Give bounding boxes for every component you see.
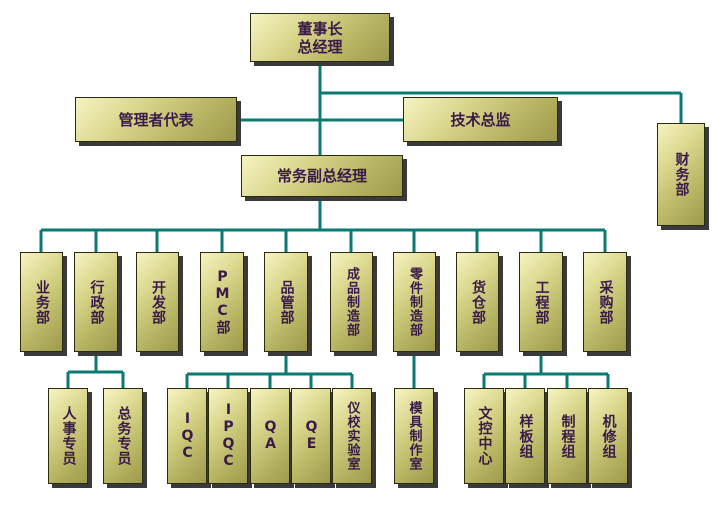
node-engineering-department: 工程部 (519, 252, 563, 352)
node-technical-director: 技术总监 (403, 97, 558, 142)
node-iqc: IQC (167, 388, 207, 484)
node-qa: QA (250, 388, 290, 484)
node-management-representative: 管理者代表 (75, 97, 237, 142)
node-finished-mfg-department: 成品制造部 (330, 252, 373, 352)
node-process-team: 制程组 (547, 388, 587, 484)
node-business-department: 业务部 (20, 252, 63, 352)
node-admin-department: 行政部 (74, 252, 118, 352)
node-parts-mfg-department: 零件制造部 (393, 252, 436, 352)
node-mold-shop: 模具制作室 (394, 388, 434, 484)
node-development-department: 开发部 (136, 252, 179, 352)
node-general-affairs-specialist: 总务专员 (103, 388, 143, 484)
node-finance-department: 财务部 (657, 123, 705, 226)
node-executive-vice-gm: 常务副总经理 (241, 155, 403, 197)
node-document-control-center: 文控中心 (464, 388, 504, 484)
node-chairman: 董事长 总经理 (250, 13, 390, 62)
node-calibration-lab: 仪校实验室 (332, 388, 372, 484)
node-maintenance-team: 机修组 (588, 388, 628, 484)
node-purchasing-department: 采购部 (583, 252, 627, 352)
node-qe: QE (291, 388, 331, 484)
node-quality-department: 品管部 (264, 252, 308, 352)
node-warehouse-department: 货仓部 (456, 252, 499, 352)
node-hr-specialist: 人事专员 (48, 388, 88, 484)
node-ipqc: IPQC (208, 388, 248, 484)
node-pmc-department: PMC部 (200, 252, 244, 352)
node-sample-team: 样板组 (505, 388, 545, 484)
